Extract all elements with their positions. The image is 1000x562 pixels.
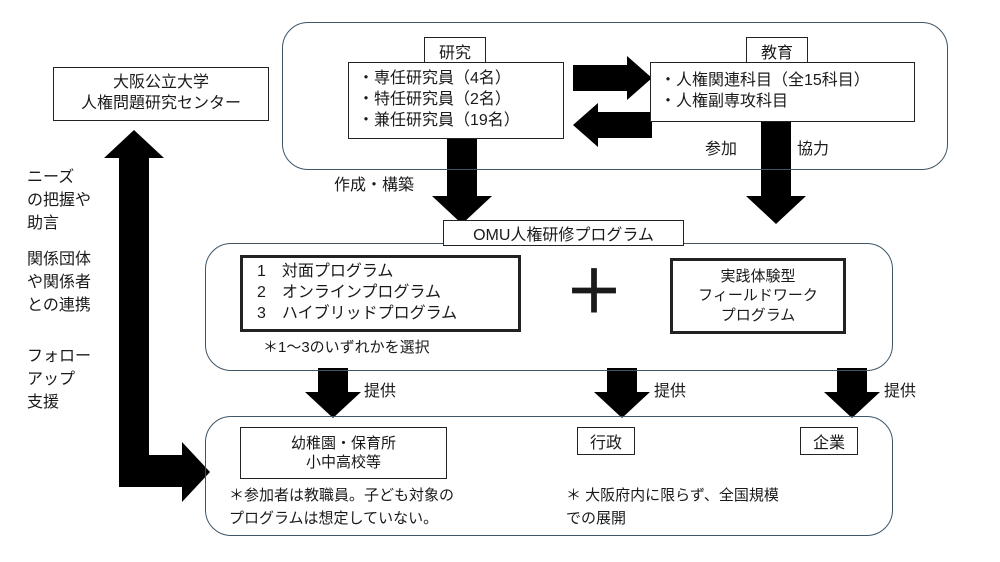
program-list-line-1: 1 対面プログラム — [257, 263, 394, 281]
government-tag: 行政 — [577, 427, 635, 455]
research-line-1: ・専任研究員（4名） — [358, 70, 511, 88]
school-note-line-1: ＊参加者は教職員。子ども対象の — [229, 487, 455, 504]
omu-program-tag: OMU人権研修プログラム — [443, 220, 684, 246]
fieldwork-line-2: フィールドワーク — [698, 287, 818, 305]
arrow-provide-left — [305, 368, 361, 418]
edge-label-creation: 作成・構築 — [334, 177, 415, 194]
company-tag: 企業 — [800, 427, 858, 455]
side-text-followup: フォロー アップ 支援 — [27, 348, 92, 412]
research-box: ・専任研究員（4名） ・特任研究員（2名） ・兼任研究員（19名） — [348, 62, 564, 139]
company-note-line-1: ＊ 大阪府内に限らず、全国規模 — [566, 487, 779, 504]
education-line-2: ・人権副専攻科目 — [660, 93, 789, 110]
research-tag: 研究 — [424, 37, 486, 64]
side-text-needs: ニーズ の把握や 助言 — [27, 169, 92, 233]
side-text-coordination: 関係団体 や関係者 との連携 — [27, 251, 92, 315]
plus-symbol: ＋ — [565, 260, 624, 325]
program-list-box: 1 対面プログラム 2 オンラインプログラム 3 ハイブリッドプログラム — [240, 255, 521, 332]
research-line-3: ・兼任研究員（19名） — [358, 111, 520, 129]
program-list-line-2: 2 オンラインプログラム — [257, 284, 441, 302]
university-center-line-1: 大阪公立大学 — [112, 74, 209, 92]
fieldwork-box: 実践体験型 フィールドワーク プログラム — [670, 258, 846, 334]
edge-label-cooperation: 協力 — [797, 141, 830, 158]
company-note-line-2: での展開 — [566, 510, 627, 527]
education-line-1: ・人権関連科目（全15科目） — [660, 72, 870, 90]
edge-label-provide-left: 提供 — [364, 383, 397, 400]
program-list-line-3: 3 ハイブリッドプログラム — [257, 304, 458, 322]
university-center-box: 大阪公立大学 人権問題研究センター — [53, 67, 269, 121]
edge-label-provide-right: 提供 — [884, 383, 917, 400]
school-line-2: 小中高校等 — [305, 454, 381, 471]
school-note-line-2: プログラムは想定していない。 — [229, 510, 439, 527]
fieldwork-line-3: プログラム — [720, 306, 796, 324]
fieldwork-line-1: 実践体験型 — [720, 267, 796, 285]
school-box: 幼稚園・保育所 小中高校等 — [240, 427, 447, 479]
edge-label-provide-center: 提供 — [654, 383, 687, 400]
education-tag: 教育 — [746, 37, 808, 64]
school-line-1: 幼稚園・保育所 — [290, 434, 396, 452]
arrow-feedback-loop — [104, 130, 210, 502]
education-box: ・人権関連科目（全15科目） ・人権副専攻科目 — [650, 62, 915, 122]
program-select-note: ＊1～3のいずれかを選択 — [263, 339, 430, 356]
group-research-education — [282, 22, 948, 170]
group-target-organizations — [205, 416, 893, 536]
research-line-2: ・特任研究員（2名） — [358, 91, 511, 109]
arrow-provide-center — [594, 368, 650, 418]
university-center-line-2: 人権問題研究センター — [80, 95, 241, 112]
edge-label-participation: 参加 — [705, 141, 738, 158]
arrow-provide-right — [824, 368, 880, 418]
